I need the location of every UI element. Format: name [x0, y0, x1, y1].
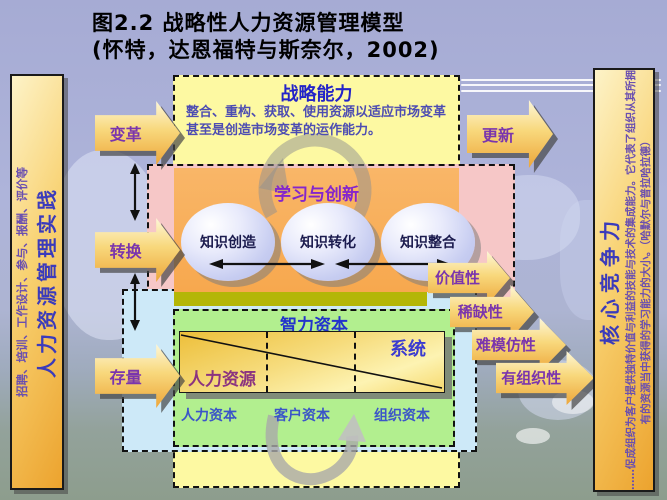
inimitable-arrow-label: 难模仿性: [475, 336, 536, 355]
vertical-double-arrow-icon: [130, 273, 140, 331]
conversion-arrow: 转换: [95, 218, 185, 287]
core-competence-title: 核心竞争力: [598, 215, 623, 345]
matrix-divider: [266, 332, 268, 392]
hr-practice-bar: 招聘、培训、工作设计、参与、报酬、评价等 人力资源管理实践: [10, 74, 64, 490]
knowledge-integration-label: 知识整合: [400, 235, 456, 251]
decor-stripe: [461, 79, 661, 81]
title-line1: 图2.2 战略性人力资源管理模型: [92, 11, 405, 35]
knowledge-creation-node: 知识创造: [181, 203, 275, 281]
knowledge-transfer-label: 知识转化: [300, 235, 356, 251]
knowledge-transfer-node: 知识转化: [281, 203, 375, 281]
title-line2: (怀特，达恩福特与斯奈尔，2002): [92, 38, 440, 62]
change-arrow: 变革: [95, 101, 185, 170]
scarcity-arrow-label: 稀缺性: [457, 303, 503, 322]
hr-practice-title: 人力资源管理实践: [35, 186, 59, 378]
matrix-divider: [354, 332, 356, 392]
organized-arrow: 有组织性: [496, 351, 599, 410]
decor-stripe: [461, 84, 661, 86]
stock-arrow-label: 存量: [109, 367, 142, 387]
capital-matrix: 系统 人力资源: [179, 331, 445, 393]
stock-arrow: 存量: [95, 344, 185, 413]
learning-title: 学习与创新: [274, 185, 359, 205]
decor-stripe: [461, 90, 661, 92]
knowledge-creation-label: 知识创造: [200, 235, 256, 251]
core-competence-sub: ……促成组织为客户提供独特价值与利益的技能与技术的集成能力。它代表了组织从其所拥…: [625, 70, 652, 490]
hr-practice-bar-content: 招聘、培训、工作设计、参与、报酬、评价等 人力资源管理实践: [10, 74, 64, 490]
cycle-arrow-icon: [265, 414, 366, 486]
organizational-capital-label: 组织资本: [374, 408, 430, 424]
double-arrow-icon: [209, 259, 451, 269]
olive-strip: [174, 292, 427, 306]
update-arrow-label: 更新: [481, 125, 514, 145]
change-arrow-label: 变革: [109, 124, 142, 144]
human-capital-label: 人力资本: [181, 408, 237, 424]
system-label: 系统: [390, 339, 426, 360]
core-competence-bar-content: 核心竞争力 ……促成组织为客户提供独特价值与利益的技能与技术的集成能力。它代表了…: [593, 68, 655, 492]
strategic-desc: 整合、重构、获取、使用资源以适应市场变革甚至是创造市场变革的运作能力。: [186, 105, 447, 138]
core-competence-bar: 核心竞争力 ……促成组织为客户提供独特价值与利益的技能与技术的集成能力。它代表了…: [593, 68, 655, 492]
hr-practice-sub: 招聘、培训、工作设计、参与、报酬、评价等: [15, 167, 29, 397]
vertical-double-arrow-icon: [130, 163, 140, 221]
customer-capital-label: 客户资本: [274, 408, 330, 424]
value-arrow-label: 价值性: [435, 269, 481, 288]
map-shape: [516, 428, 550, 444]
diagonal-line: [180, 334, 443, 389]
page-title: 图2.2 战略性人力资源管理模型 (怀特，达恩福特与斯奈尔，2002): [92, 10, 482, 64]
strategic-title: 战略能力: [280, 84, 353, 105]
update-arrow: 更新: [467, 100, 558, 173]
human-resource-label: 人力资源: [188, 370, 256, 390]
organized-arrow-label: 有组织性: [501, 369, 562, 388]
conversion-arrow-label: 转换: [109, 241, 142, 261]
